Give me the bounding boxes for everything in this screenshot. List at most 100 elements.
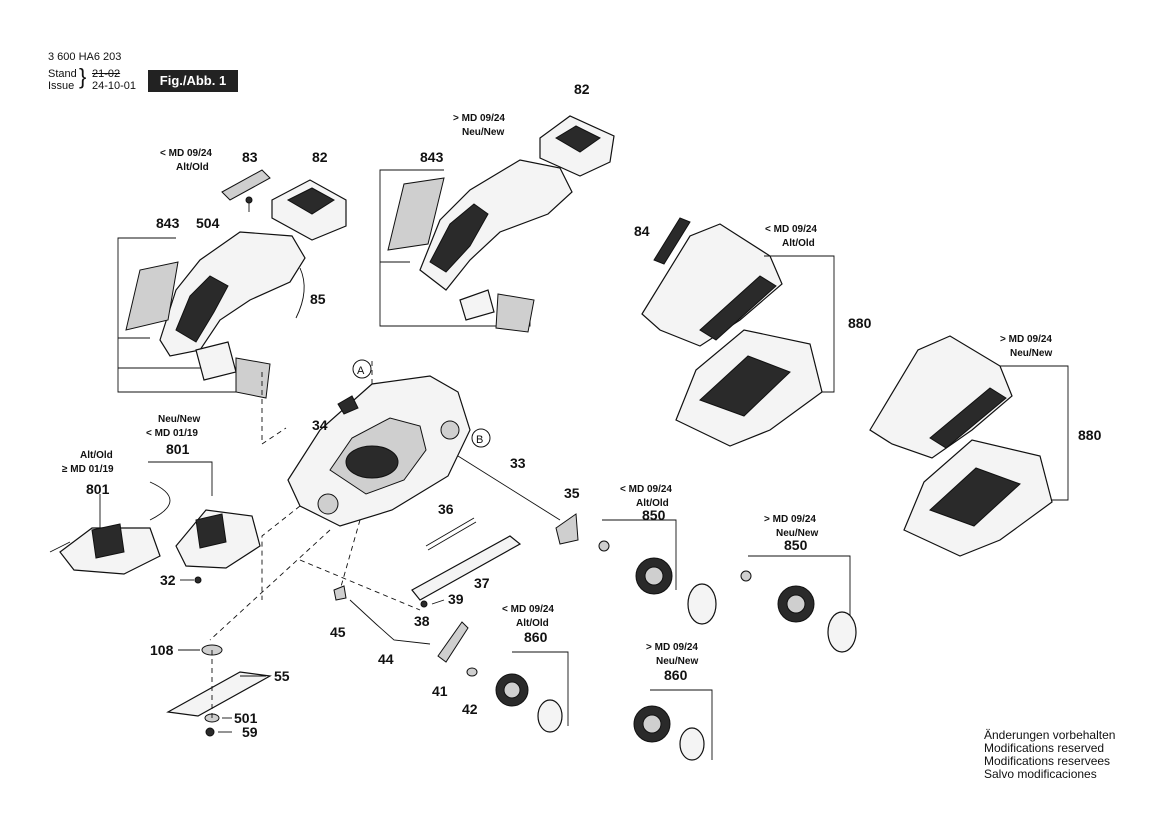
tag-md0924-new-850: > MD 09/24 xyxy=(764,514,816,525)
tag-md0924-old-860: < MD 09/24 xyxy=(502,604,554,615)
handle-assembly-old xyxy=(117,169,347,399)
callout-84: 84 xyxy=(634,223,650,239)
callout-45: 45 xyxy=(330,624,346,640)
callout-42: 42 xyxy=(462,701,478,717)
callout-108: 108 xyxy=(150,642,174,658)
callout-860-old: 860 xyxy=(524,629,548,645)
callout-38: 38 xyxy=(414,613,430,629)
callout-35: 35 xyxy=(564,485,580,501)
tag-md0924-old-catcher: < MD 09/24 xyxy=(765,224,817,235)
stand-label: Stand xyxy=(48,68,77,80)
grip-83 xyxy=(221,169,271,201)
callout-44: 44 xyxy=(378,651,394,667)
tag-neunew-handle: Neu/New xyxy=(462,127,504,138)
handle-assembly-new xyxy=(379,115,615,333)
notice-line-es: Salvo modificaciones xyxy=(984,767,1097,781)
blade-55 xyxy=(166,671,272,717)
grass-catcher-new xyxy=(869,335,1069,557)
tag-md0924-new-handle: > MD 09/24 xyxy=(453,113,505,124)
cable-clip-a xyxy=(235,357,271,399)
marker-a xyxy=(352,359,372,379)
tag-neunew-850: Neu/New xyxy=(776,528,818,539)
hook-34 xyxy=(337,395,359,415)
callout-501: 501 xyxy=(234,710,258,726)
wheel-cap-850-old xyxy=(687,583,717,625)
callout-36: 36 xyxy=(438,501,454,517)
callout-34: 34 xyxy=(312,417,328,433)
tag-altold-motor: Alt/Old xyxy=(80,450,113,461)
tag-md0924-new-860: > MD 09/24 xyxy=(646,642,698,653)
tag-md0119-old: ≥ MD 01/19 xyxy=(62,464,114,475)
issue-date: 24-10-01 xyxy=(92,80,137,92)
wheel-cap-860-old xyxy=(537,699,563,733)
wheel-cap-850-new xyxy=(827,611,857,653)
callout-850-old: 850 xyxy=(642,507,666,523)
screw-32 xyxy=(194,576,202,584)
tag-altold-handle: Alt/Old xyxy=(176,162,209,173)
notice-line-fr: Modifications reservees xyxy=(984,754,1111,768)
marker-b xyxy=(471,428,491,448)
callout-32: 32 xyxy=(160,572,176,588)
issue-label: Issue xyxy=(48,80,75,92)
callout-41: 41 xyxy=(432,683,448,699)
wheel-sets xyxy=(495,519,857,761)
axle-point-b xyxy=(440,420,460,440)
screw-59 xyxy=(205,727,215,737)
callout-39: 39 xyxy=(448,591,464,607)
tag-altold-860: Alt/Old xyxy=(516,618,549,629)
callout-801-new: 801 xyxy=(166,441,190,457)
motor-units xyxy=(49,461,261,584)
callout-880-old: 880 xyxy=(848,315,872,331)
callout-850-new: 850 xyxy=(784,537,808,553)
notice-line-de: Änderungen vorbehalten xyxy=(984,728,1116,742)
callout-55: 55 xyxy=(274,668,290,684)
tag-neunew-motor: Neu/New xyxy=(158,414,200,425)
washer-42 xyxy=(466,667,478,677)
callout-59: 59 xyxy=(242,724,258,740)
callout-860-new: 860 xyxy=(664,667,688,683)
screw-504 xyxy=(245,196,253,204)
callout-83: 83 xyxy=(242,149,258,165)
doc-number: 3 600 HA6 203 xyxy=(48,51,122,63)
blade-stack xyxy=(166,644,272,737)
bolt-39 xyxy=(431,599,445,605)
notice-line-en: Modifications reserved xyxy=(984,741,1105,755)
rear-axle-33 xyxy=(457,455,561,521)
handle-body-843a xyxy=(159,231,306,357)
rod-44 xyxy=(349,599,431,645)
callout-880-new: 880 xyxy=(1078,427,1102,443)
motor-cable xyxy=(149,481,171,521)
callout-85: 85 xyxy=(310,291,326,307)
lever-41 xyxy=(437,621,469,663)
catcher-top-880a xyxy=(641,223,783,347)
old-date: 21-02 xyxy=(92,68,121,80)
callout-843-old: 843 xyxy=(156,215,180,231)
brace-glyph: } xyxy=(79,64,87,89)
mower-housing xyxy=(209,359,561,641)
callout-843-new: 843 xyxy=(420,149,444,165)
callout-33: 33 xyxy=(510,455,526,471)
tag-altold-catcher: Alt/Old xyxy=(782,238,815,249)
catcher-top-880b xyxy=(869,335,1013,459)
screw-38 xyxy=(420,600,428,608)
handle-side-cover-b xyxy=(387,177,445,251)
tag-md0924-old-handle: < MD 09/24 xyxy=(160,148,212,159)
callout-801-old: 801 xyxy=(86,481,110,497)
handle-side-cover-a xyxy=(125,261,179,331)
spring-36 xyxy=(425,517,475,547)
figure-label: Fig./Abb. 1 xyxy=(148,70,238,92)
callout-37: 37 xyxy=(474,575,490,591)
bracket-35 xyxy=(555,513,579,545)
height-adjust-linkage xyxy=(333,513,579,677)
wheel-cap-860-new xyxy=(679,727,705,761)
cable-clip-b xyxy=(495,293,535,333)
catcher-handle-84 xyxy=(653,217,691,265)
tag-md0924-old-850: < MD 09/24 xyxy=(620,484,672,495)
tag-neunew-860: Neu/New xyxy=(656,656,698,667)
clip-45 xyxy=(333,585,347,601)
lever-37 xyxy=(411,535,522,601)
label-b: B xyxy=(476,434,483,446)
label-a: A xyxy=(357,365,365,377)
